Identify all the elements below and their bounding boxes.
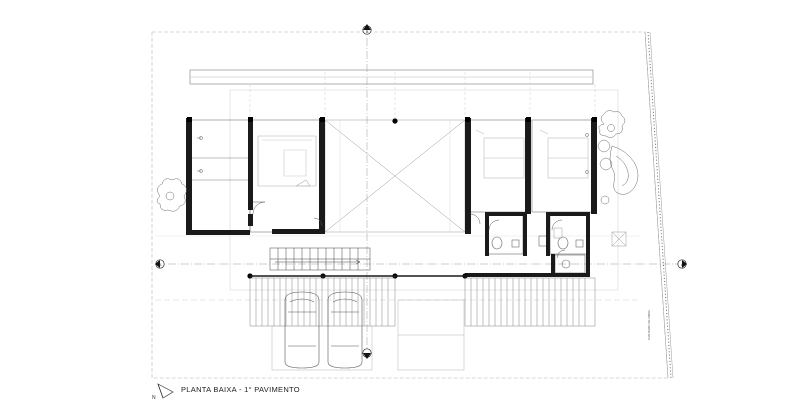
section-mark-top: B (366, 30, 369, 34)
section-marker-icon: B (362, 348, 372, 359)
deck-left (249, 277, 396, 327)
door-swings (252, 201, 566, 259)
structural-grid (155, 72, 640, 301)
tree-icon (597, 139, 639, 205)
tree-icon (598, 110, 626, 138)
section-cut-lines (168, 38, 684, 356)
section-mark-right: A (681, 263, 684, 267)
section-mark-bottom: B (366, 353, 369, 357)
planters (553, 227, 627, 247)
north-label: N (152, 395, 156, 401)
deck-right (464, 277, 596, 327)
exterior-walls (186, 118, 597, 277)
north-arrow-icon: N (152, 383, 174, 401)
section-marker-icon: A (677, 259, 687, 269)
north-arrow-icon: B (362, 24, 372, 35)
car-icon (284, 291, 320, 369)
driveway (271, 299, 465, 371)
roof-outline (189, 69, 594, 85)
stair (269, 247, 371, 271)
property-fence (644, 31, 674, 379)
section-mark-left: A (159, 263, 162, 267)
central-hall (324, 119, 466, 233)
site-boundary (151, 31, 669, 379)
left-wing-rooms (189, 119, 323, 233)
section-marker-icon: A (155, 259, 165, 269)
tree-icon (156, 178, 187, 212)
side-annotation: CANTEIRO DE OBRA (647, 310, 651, 340)
drawing-title: PLANTA BAIXA - 1° PAVIMENTO (181, 385, 300, 394)
car-icon (327, 291, 363, 369)
